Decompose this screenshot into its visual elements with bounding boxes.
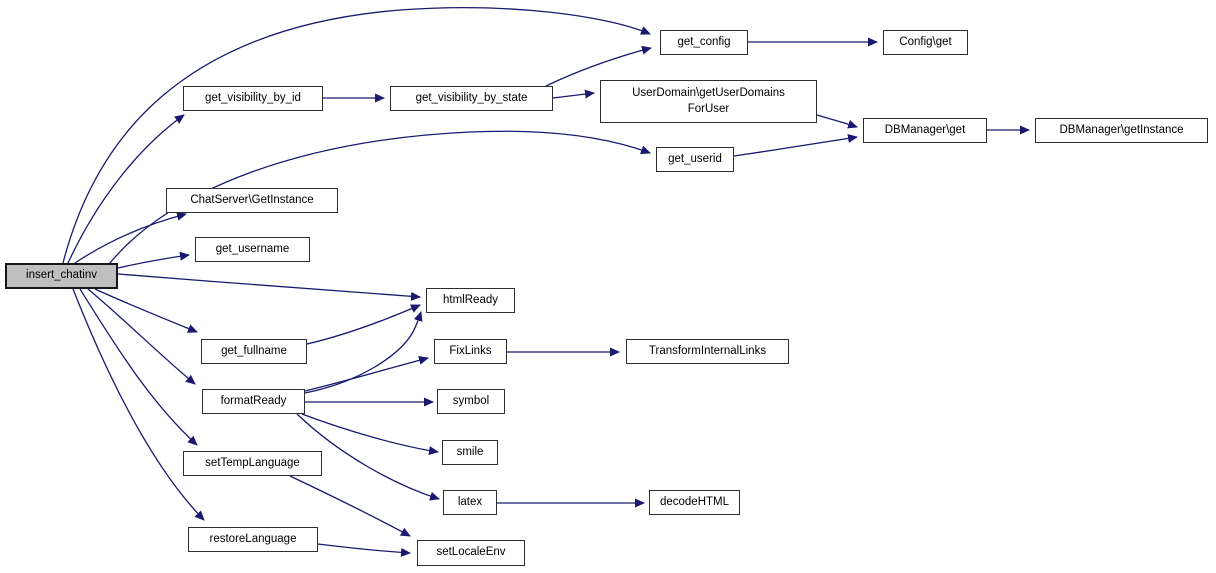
edge-get_visibility_by_state-get_config <box>545 45 652 87</box>
edge-insert_chatinv-get_visibility_by_id <box>67 114 185 264</box>
node-get-config[interactable]: get_config <box>660 30 748 55</box>
edge-formatready-htmlready <box>304 311 423 394</box>
node-setlocaleenv[interactable]: setLocaleEnv <box>417 540 525 566</box>
node-userdomain-getuserdomainsforuser[interactable]: UserDomain\getUserDomains ForUser <box>600 80 817 123</box>
node-fixlinks[interactable]: FixLinks <box>434 339 507 364</box>
node-htmlready[interactable]: htmlReady <box>426 288 515 313</box>
edge-userdomain-dbmanager_get <box>816 114 858 129</box>
node-smile[interactable]: smile <box>442 440 498 465</box>
node-get-username[interactable]: get_username <box>195 237 310 262</box>
edge-get_fullname-htmlready <box>306 304 421 345</box>
edge-insert_chatinv-get_username <box>117 251 190 269</box>
edge-insert_chatinv-restorelanguage <box>72 288 205 521</box>
node-settemplanguage[interactable]: setTempLanguage <box>183 451 322 476</box>
node-get-fullname[interactable]: get_fullname <box>201 339 307 364</box>
edge-formatready-smile <box>301 413 439 456</box>
edge-get_visibility_by_state-userdomain <box>552 89 595 99</box>
node-get-visibility-by-state[interactable]: get_visibility_by_state <box>390 86 553 111</box>
edge-insert_chatinv-get_fullname <box>94 288 198 333</box>
edge-insert_chatinv-chatserver_getinstance <box>74 211 187 264</box>
node-formatready[interactable]: formatReady <box>202 389 305 414</box>
node-get-visibility-by-id[interactable]: get_visibility_by_id <box>183 86 323 111</box>
node-restorelanguage[interactable]: restoreLanguage <box>188 527 318 552</box>
node-dbmanager-get[interactable]: DBManager\get <box>863 118 987 143</box>
node-transforminternallinks[interactable]: TransformInternalLinks <box>626 339 789 364</box>
node-get-userid[interactable]: get_userid <box>656 147 734 172</box>
edge-insert_chatinv-formatready <box>87 288 196 385</box>
node-insert-chatinv[interactable]: insert_chatinv <box>5 263 118 289</box>
edge-formatready-latex <box>296 413 440 501</box>
node-dbmanager-getinstance[interactable]: DBManager\getInstance <box>1035 118 1208 143</box>
edge-insert_chatinv-get_config <box>62 7 651 264</box>
edge-get_userid-dbmanager_get <box>733 133 858 157</box>
node-config-get[interactable]: Config\get <box>883 30 968 55</box>
node-latex[interactable]: latex <box>443 490 497 515</box>
node-chatserver-getinstance[interactable]: ChatServer\GetInstance <box>166 188 338 213</box>
edge-formatready-fixlinks <box>304 355 429 392</box>
node-decodehtml[interactable]: decodeHTML <box>649 490 740 515</box>
edge-insert_chatinv-htmlready <box>117 273 421 301</box>
node-symbol[interactable]: symbol <box>437 389 505 414</box>
edge-insert_chatinv-settemplanguage <box>79 288 198 446</box>
edge-settemplanguage-setlocaleenv <box>289 475 411 537</box>
edge-restorelanguage-setlocaleenv <box>317 543 411 557</box>
